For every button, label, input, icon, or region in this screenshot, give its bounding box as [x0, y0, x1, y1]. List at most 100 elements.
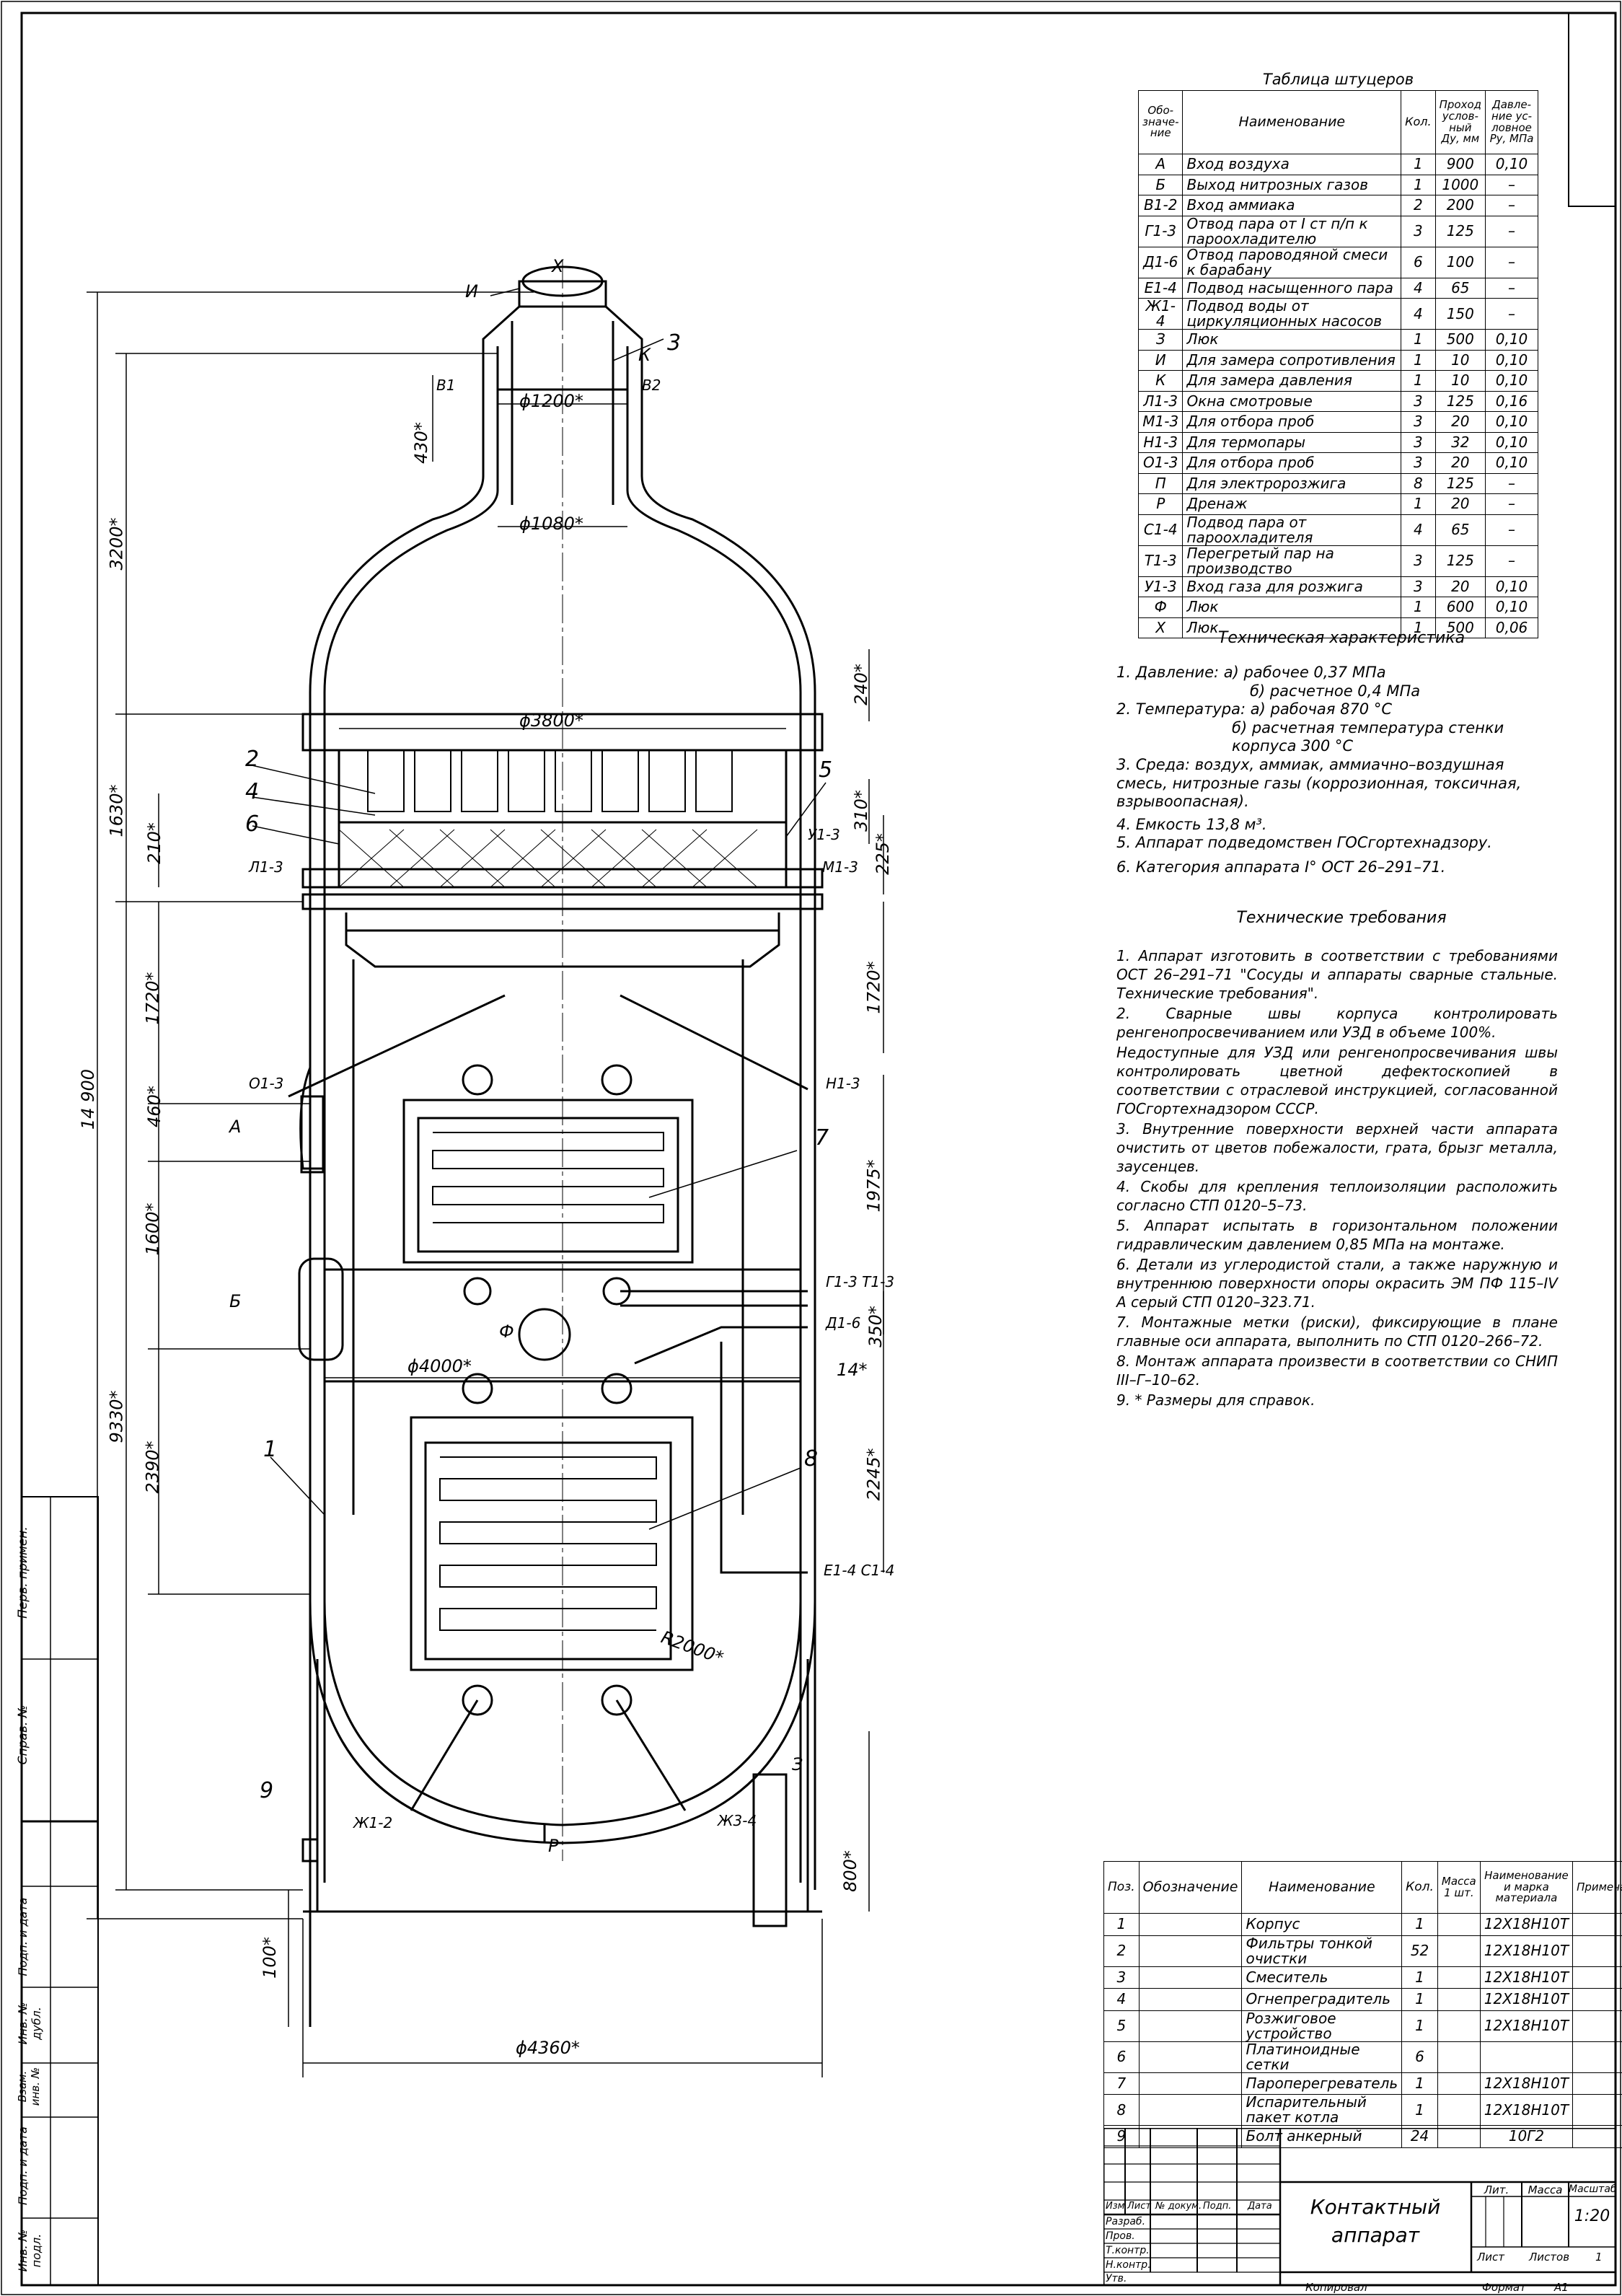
part-note — [1572, 2094, 1622, 2126]
nozzle-bore: 10 — [1434, 370, 1486, 392]
nozzle-name: Для замера сопротивления — [1182, 349, 1402, 371]
parts-header-mass: Масса 1 шт. — [1437, 1861, 1481, 1914]
nozzle-pressure: – — [1485, 246, 1538, 278]
part-mass — [1437, 2072, 1481, 2095]
nozzle-designation: Т1-3 — [1137, 545, 1184, 577]
tech-req-line: 4. Скобы для крепления теплоизоляции рас… — [1116, 1178, 1558, 1214]
tech-char-line: б) расчетная температура стенки корпуса … — [1232, 718, 1504, 755]
nozzle-designation: О1-3 — [1137, 452, 1184, 474]
tb-utv: Утв. — [1106, 2273, 1127, 2284]
label-B: Б — [229, 1291, 242, 1311]
table-row: В1-2 Вход аммиака 2 200 – — [1137, 195, 1538, 216]
table-row: У1-3 Вход газа для розжига 3 20 0,10 — [1137, 576, 1538, 597]
nozzle-bore: 20 — [1434, 493, 1486, 515]
nozzle-designation: Д1-6 — [1137, 246, 1184, 278]
tb-izm: Изм — [1106, 2201, 1125, 2212]
parts-header-qty: Кол. — [1401, 1861, 1438, 1914]
nozzle-bore: 10 — [1434, 349, 1486, 371]
nozzle-name: Для электророзжига — [1182, 472, 1402, 494]
nozzle-pressure: 0,10 — [1485, 329, 1538, 351]
tb-title: Контактный аппарат — [1281, 2193, 1470, 2249]
table-row: М1-3 Для отбора проб 3 20 0,10 — [1137, 411, 1538, 433]
nozzle-pressure: 0,10 — [1485, 597, 1538, 618]
nozzle-pressure: 0,06 — [1485, 617, 1538, 638]
dim-h2245: 2245* — [863, 1448, 884, 1501]
part-code — [1138, 1913, 1243, 1936]
dim-h14: 14* — [837, 1360, 868, 1380]
label-O: О1-3 — [249, 1075, 284, 1092]
nozzle-name: Подвод насыщенного пара — [1182, 277, 1402, 299]
nozzle-pressure: 0,10 — [1485, 411, 1538, 433]
part-code — [1138, 1966, 1243, 1989]
nozzle-qty: 1 — [1401, 349, 1436, 371]
nozzle-bore: 900 — [1434, 154, 1486, 175]
nozzle-name: Для отбора проб — [1182, 452, 1402, 474]
table-row: Л1-3 Окна смотровые 3 125 0,16 — [1137, 390, 1538, 412]
tech-req-line: 5. Аппарат испытать в горизонтальном пол… — [1116, 1217, 1558, 1253]
part-pos: 8 — [1103, 2094, 1140, 2126]
nozzle-name: Отвод пара от I ст п/п к пароохладителю — [1182, 215, 1402, 247]
nozzles-header-designation: Обо-значе-ние — [1137, 90, 1184, 154]
part-mass — [1437, 2041, 1481, 2073]
nozzle-pressure: – — [1485, 174, 1538, 195]
nozzle-designation: У1-3 — [1137, 576, 1184, 597]
table-row: Д1-6 Отвод пароводяной смеси к барабану … — [1137, 246, 1538, 278]
nozzle-name: Вход газа для розжига — [1182, 576, 1402, 597]
table-row: П Для электророзжига 8 125 – — [1137, 472, 1538, 494]
part-note — [1572, 1913, 1622, 1936]
nozzle-name: Подвод воды от циркуляционных насосов — [1182, 298, 1402, 330]
part-name: Корпус — [1241, 1913, 1403, 1936]
dim-h2390: 2390* — [142, 1441, 163, 1494]
parts-header-code: Обозначение — [1138, 1861, 1243, 1914]
tech-req-line: 8. Монтаж аппарата произвести в соответс… — [1116, 1352, 1558, 1389]
nozzle-name: Вход воздуха — [1182, 154, 1402, 175]
table-row: 4 Огнепреградитель 1 12Х18Н10Т — [1103, 1988, 1622, 2011]
nozzle-qty: 3 — [1401, 545, 1436, 577]
part-code — [1138, 1935, 1243, 1967]
nozzle-designation: П — [1137, 472, 1184, 494]
nozzle-qty: 1 — [1401, 370, 1436, 392]
part-note — [1572, 2041, 1622, 2073]
tb-format: Формат — [1482, 2281, 1526, 2294]
tech-req-line: 3. Внутренние поверхности верхней части … — [1116, 1120, 1558, 1175]
nozzle-designation: С1-4 — [1137, 514, 1184, 546]
table-row: 8 Испарительный пакет котла 1 12Х18Н10Т — [1103, 2094, 1622, 2126]
tb-tkontr: Т.контр. — [1106, 2245, 1150, 2256]
label-pos4: 4 — [245, 779, 260, 804]
dim-h800: 800* — [839, 1850, 860, 1892]
tb-sheet: Лист — [1477, 2251, 1505, 2264]
nozzle-pressure: 0,10 — [1485, 452, 1538, 474]
tb-copied: Копировал — [1305, 2281, 1367, 2294]
tb-lit: Лит. — [1484, 2183, 1509, 2196]
nozzle-bore: 1000 — [1434, 174, 1486, 195]
tb-title-line1: Контактный — [1310, 2195, 1441, 2219]
part-note — [1572, 2010, 1622, 2042]
dim-h350: 350* — [865, 1306, 886, 1347]
nozzle-designation: Е1-4 — [1137, 277, 1184, 299]
nozzles-header-name: Наименование — [1182, 90, 1402, 154]
part-note — [1572, 1988, 1622, 2011]
table-row: Х Люк 1 500 0,06 — [1137, 617, 1538, 638]
label-GT: Г1-3 Т1-3 — [826, 1273, 895, 1290]
part-material: 12Х18Н10Т — [1479, 1988, 1574, 2011]
nozzle-qty: 1 — [1401, 174, 1436, 195]
nozzle-pressure: 0,10 — [1485, 349, 1538, 371]
part-pos: 2 — [1103, 1935, 1140, 1967]
nozzle-qty: 3 — [1401, 215, 1436, 247]
nozzle-designation: Х — [1137, 617, 1184, 638]
dim-d1200: ϕ1200* — [519, 391, 583, 411]
nozzle-qty: 8 — [1401, 472, 1436, 494]
nozzle-designation: Б — [1137, 174, 1184, 195]
nozzle-designation: К — [1137, 370, 1184, 392]
nozzle-name: Отвод пароводяной смеси к барабану — [1182, 246, 1402, 278]
table-row: З Люк 1 500 0,10 — [1137, 329, 1538, 351]
tb-sheets-n: 1 — [1595, 2251, 1603, 2264]
label-K: К — [638, 345, 651, 365]
nozzle-bore: 65 — [1434, 514, 1486, 546]
nozzles-header-qty: Кол. — [1401, 90, 1436, 154]
tech-char-block: 1. Давление: а) рабочее 0,37 МПа б) расч… — [1116, 664, 1556, 877]
part-material: 12Х18Н10Т — [1479, 2010, 1574, 2042]
dim-h1720-right: 1720* — [863, 961, 884, 1014]
table-row: О1-3 Для отбора проб 3 20 0,10 — [1137, 452, 1538, 474]
label-U: У1-3 — [808, 826, 840, 843]
